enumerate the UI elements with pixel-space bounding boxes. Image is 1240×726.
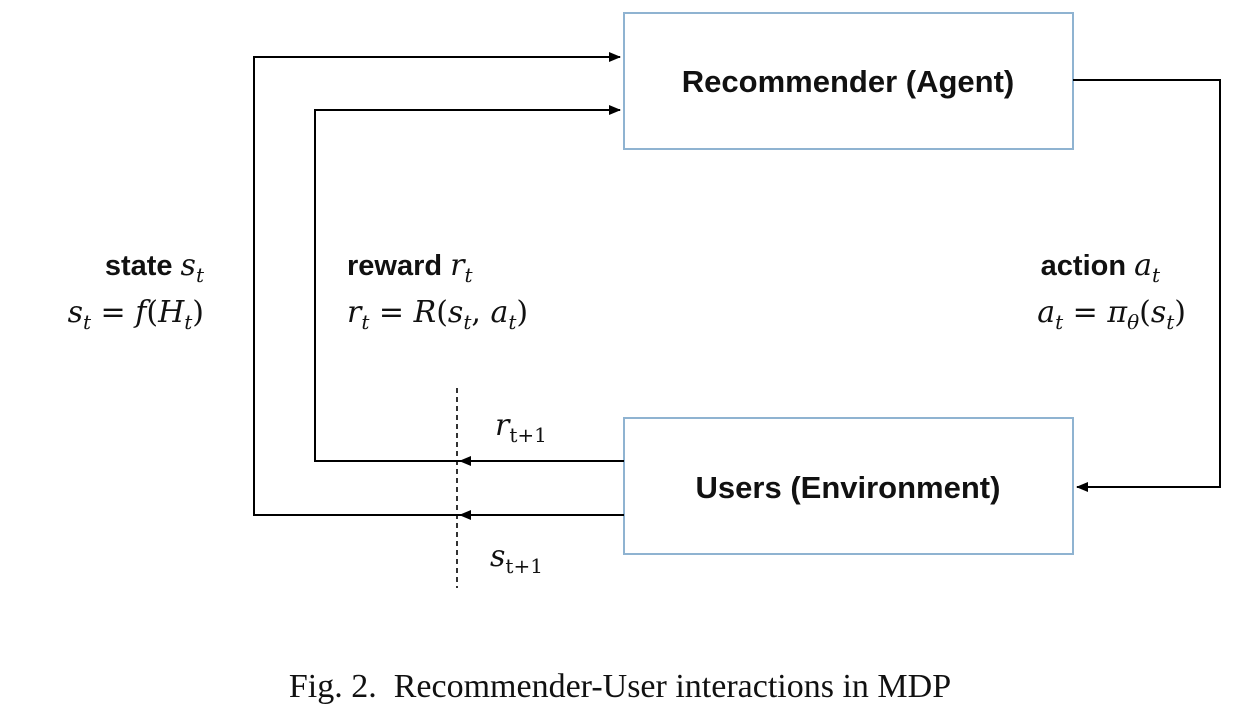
state-formula: st = f(Ht) xyxy=(68,295,204,334)
state-feedback-arrow xyxy=(253,52,624,516)
caption-prefix: Fig. 2. xyxy=(288,668,377,705)
caption-text: Recommender-User interactions in MDP xyxy=(393,668,952,705)
action-arrow xyxy=(1073,79,1221,492)
agent-box xyxy=(623,12,1074,150)
action-formula: at = πθ(st) xyxy=(1037,295,1186,334)
agent-label: Recommender (Agent) xyxy=(682,64,1014,99)
reward-formula: rt = R(st, at) xyxy=(347,295,528,334)
environment-label: Users (Environment) xyxy=(696,470,1001,505)
figure-caption: Fig. 2. Recommender-User interactions in… xyxy=(0,668,1240,706)
next-reward-label: rt+1 xyxy=(495,408,547,447)
mdp-diagram: Recommender (Agent) Users (Environment) … xyxy=(68,12,1221,588)
environment-box xyxy=(623,417,1074,555)
next-state-label: st+1 xyxy=(490,539,543,578)
